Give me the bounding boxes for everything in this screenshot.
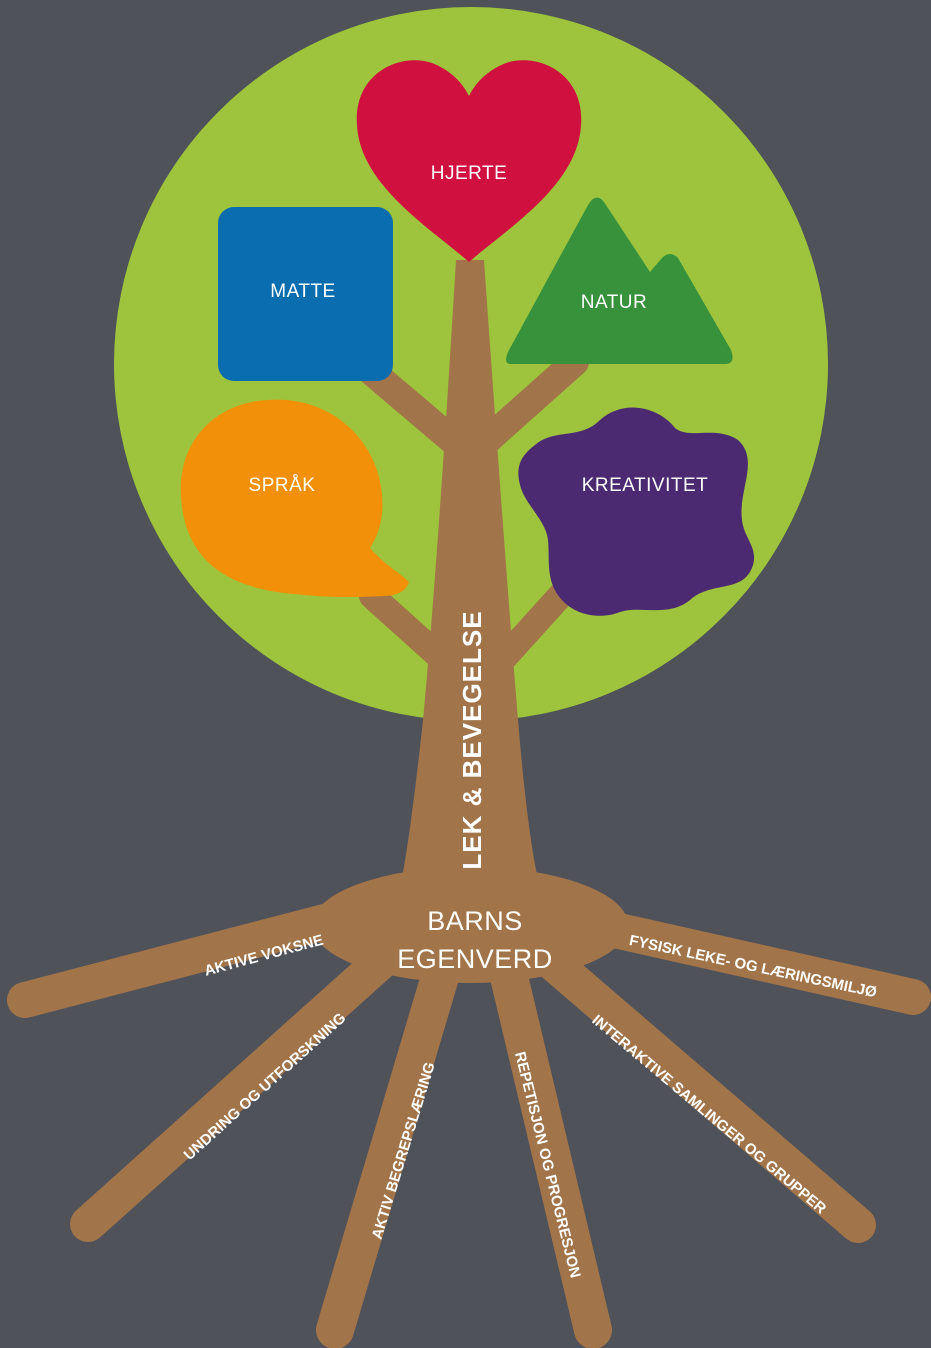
root-repetisjon-branch [486, 941, 612, 1348]
label-egenverd: EGENVERD [397, 944, 553, 974]
speech-bubble-leaf [180, 399, 409, 598]
label-matte: MATTE [270, 281, 335, 302]
mountain-leaf [506, 197, 733, 364]
cloud-leaf [518, 407, 755, 616]
branch-natur [468, 348, 589, 459]
root-label-interaktive: INTERAKTIVE SAMLINGER OG GRUPPER [589, 1012, 830, 1218]
root-label-undring: UNDRING OG UTFORSKNING [181, 1010, 350, 1164]
roots [7, 887, 931, 1348]
label-lek-bevegelse: LEK & BEVEGELSE [457, 610, 487, 869]
branch-matte [358, 358, 472, 459]
root-interaktive-branch [520, 932, 876, 1243]
label-natur: NATUR [581, 292, 648, 313]
tree-trunk [400, 260, 540, 888]
label-sprak: SPRÅK [249, 475, 316, 496]
label-kreativitet: KREATIVITET [582, 475, 709, 496]
heart-leaf [356, 60, 582, 263]
label-hjerte: HJERTE [431, 163, 508, 184]
root-begrep-branch [316, 941, 464, 1348]
square-leaf [218, 207, 393, 381]
root-base [312, 867, 628, 983]
root-undring-branch [70, 922, 423, 1242]
label-barns: BARNS [427, 906, 523, 936]
